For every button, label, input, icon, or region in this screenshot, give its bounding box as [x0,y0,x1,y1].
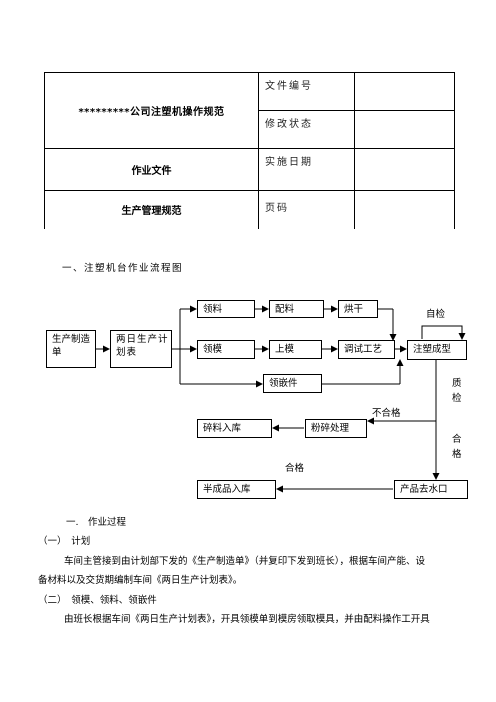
label-self-check: 自检 [426,309,446,320]
box-remove-gate: 产品去水口 [394,480,468,499]
document-header-table: *********公司注塑机操作规范 文件编号 修改状态 作业文件 实施日期 生… [44,72,455,229]
box-mount-mold: 上模 [269,340,322,359]
box-semi-storage: 半成品入库 [197,480,276,499]
department: 生产管理规范 [44,190,259,229]
section-plan-line2: 备材料以及交货期编制车间《两日生产计划表》。 [38,575,243,586]
box-crush: 粉碎处理 [305,419,367,438]
label-qualified-1: 合格 [452,434,462,460]
box-two-day-plan: 两日生产计划表 [110,330,172,368]
section-plan-line1: 车间主管接到由计划部下发的《生产制造单》（并复印下发到班长），根据车间产能、设 [64,556,426,567]
section-title: 一、注塑机台作业流程图 [62,263,184,274]
revision-label: 修改状态 [258,110,355,149]
revision-value [354,110,455,149]
document-title: *********公司注塑机操作规范 [44,72,259,149]
section-collect-line1: 由班长根据车间《两日生产计划表》，开具领模单到模房领取模具，并由配料操作工开具 [64,614,430,625]
box-get-inserts: 领嵌件 [263,374,322,393]
effective-date-label: 实施日期 [258,148,355,191]
page-label: 页码 [258,190,355,229]
label-qc: 质检 [452,378,462,404]
section-plan-title: （一） 计划 [38,536,91,547]
box-get-material: 领料 [197,300,255,318]
box-mix-material: 配料 [269,300,324,318]
box-get-mold: 领模 [197,340,255,359]
doc-type: 作业文件 [44,148,259,191]
body-heading: 一. 作业过程 [66,517,127,528]
box-production-order: 生产制造单 [46,330,96,368]
box-crushed-storage: 碎料入库 [197,419,272,438]
label-qualified-2: 合格 [285,463,305,474]
page-value [354,190,455,229]
effective-date-value [354,148,455,191]
box-dry: 烘干 [338,300,378,318]
box-injection-molding: 注塑成型 [407,340,467,360]
box-debug-process: 调试工艺 [338,340,395,359]
section-collect-title: （二） 领模、领料、领嵌件 [38,595,157,606]
label-unqualified: 不合格 [372,408,401,419]
